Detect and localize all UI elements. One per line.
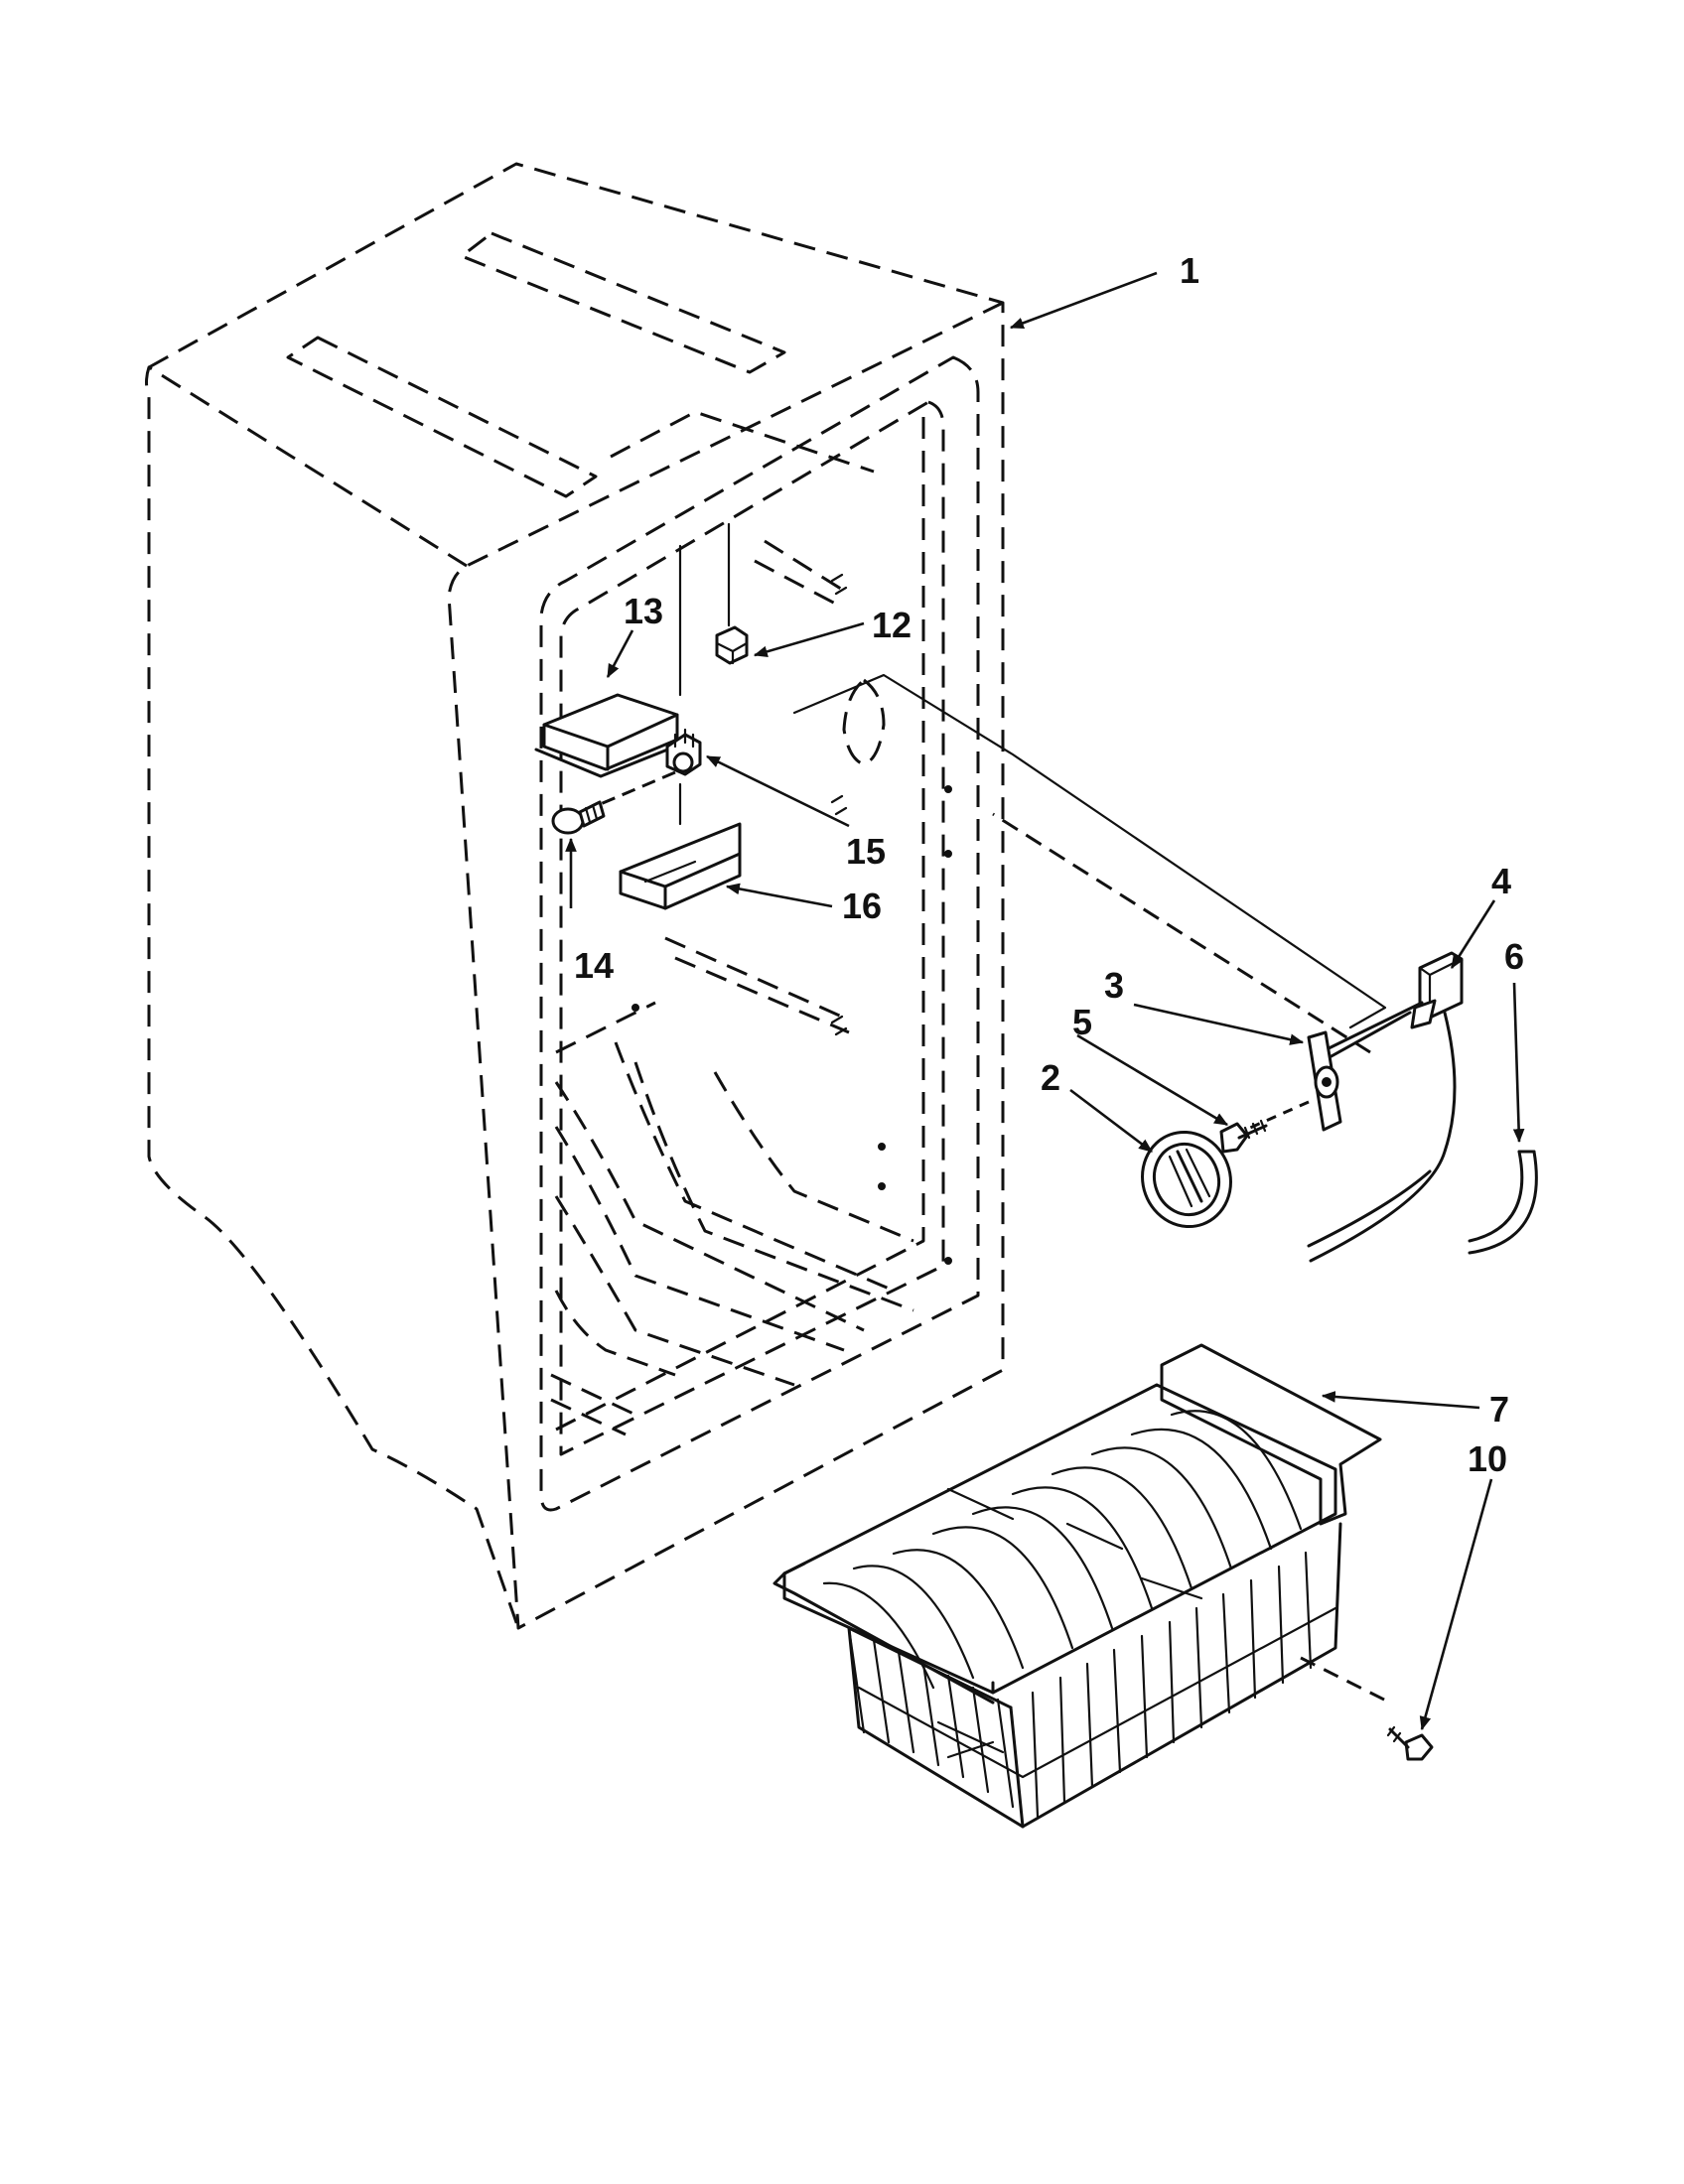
callout-6: 6 <box>1504 936 1524 977</box>
callout-16: 16 <box>842 886 882 926</box>
drain-tube-part <box>1468 1150 1538 1255</box>
screw-part <box>1219 1119 1268 1154</box>
lamp-socket-part <box>665 728 702 776</box>
light-assembly <box>534 522 749 910</box>
callout-5: 5 <box>1072 1002 1092 1042</box>
light-bulb-part <box>551 800 606 835</box>
callout-14: 14 <box>574 945 614 986</box>
callout-15: 15 <box>846 831 886 872</box>
callout-leaders <box>565 271 1525 1731</box>
callout-1: 1 <box>1180 250 1199 291</box>
callout-3: 3 <box>1104 965 1124 1006</box>
control-assembly <box>792 673 1538 1263</box>
light-shield-part <box>619 782 742 910</box>
callout-labels: 1 2 3 4 5 6 7 10 12 13 14 15 16 <box>574 250 1524 1479</box>
control-knob-part <box>1141 1130 1232 1229</box>
callout-4: 4 <box>1491 861 1511 901</box>
callout-12: 12 <box>872 605 912 645</box>
cabinet-liner <box>145 162 1005 1630</box>
control-plate-part <box>1307 1030 1342 1132</box>
thermostat-control-part <box>1307 951 1464 1263</box>
callout-13: 13 <box>624 591 663 631</box>
light-switch-part <box>715 625 749 665</box>
callout-2: 2 <box>1041 1057 1060 1098</box>
callout-7: 7 <box>1489 1389 1509 1430</box>
basket-assembly <box>772 1343 1434 1829</box>
light-housing-part <box>534 693 687 778</box>
basket-screw-part <box>1386 1725 1434 1761</box>
callout-10: 10 <box>1468 1438 1507 1479</box>
